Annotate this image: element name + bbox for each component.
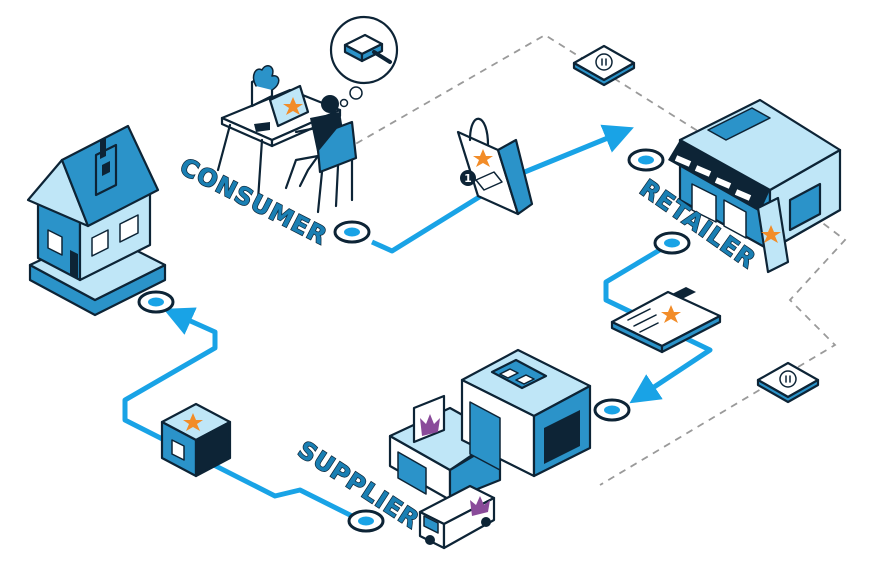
bag-badge-number: 1 xyxy=(464,172,472,185)
house-icon xyxy=(26,124,167,317)
person-at-desk-icon xyxy=(216,65,358,214)
node-supplier-out[interactable] xyxy=(347,509,385,533)
node-consumer[interactable] xyxy=(333,220,371,244)
stage-label-consumer: CONSUMER xyxy=(175,152,332,250)
package-box-icon xyxy=(160,402,232,478)
storefront-icon xyxy=(668,98,842,274)
chat-bubble-icon xyxy=(756,361,820,404)
warehouse-icon xyxy=(388,348,592,502)
flow-supplier-to-home xyxy=(122,307,362,523)
node-supplier-in[interactable] xyxy=(593,398,631,422)
clipboard-order-icon xyxy=(610,287,722,354)
node-retailer-out[interactable] xyxy=(653,231,691,255)
chat-bubble-icon xyxy=(572,44,636,87)
flow-consumer-to-retailer xyxy=(370,124,634,254)
thought-bubble-card-icon xyxy=(329,15,399,108)
flow-retailer-to-supplier xyxy=(603,245,713,404)
node-home[interactable] xyxy=(137,290,175,314)
delivery-truck-icon xyxy=(418,484,496,550)
node-retailer-in[interactable] xyxy=(627,148,665,172)
shopping-bag-icon: 1 xyxy=(456,117,534,216)
